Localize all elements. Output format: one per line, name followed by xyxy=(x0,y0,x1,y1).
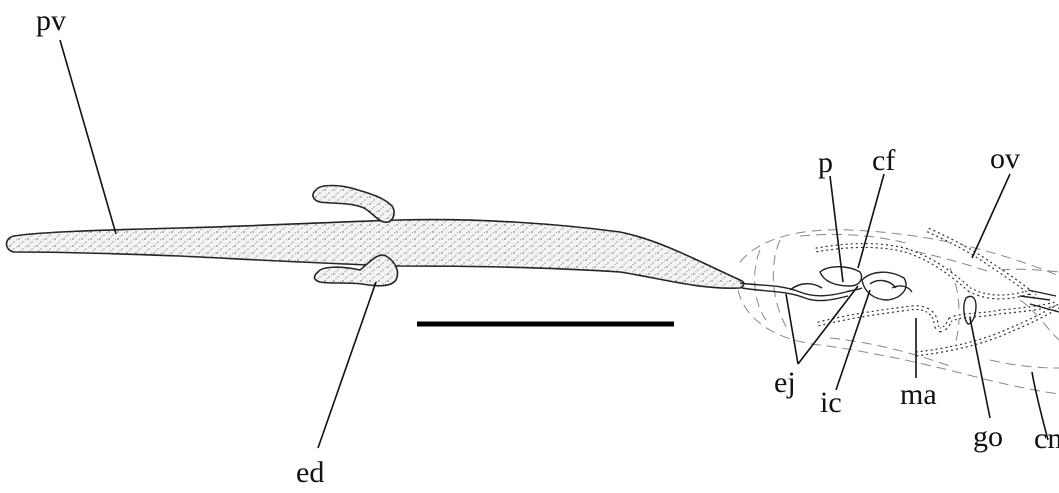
leader-cf xyxy=(858,174,884,268)
label-cf: cf xyxy=(872,144,895,177)
label-ej: ej xyxy=(774,366,796,399)
label-pv: pv xyxy=(36,4,66,37)
leader-go xyxy=(970,318,990,418)
label-cm: cm xyxy=(1034,422,1059,455)
label-ma: ma xyxy=(900,378,937,411)
leader-ov xyxy=(972,174,1010,258)
label-ed: ed xyxy=(296,456,324,489)
oviduct xyxy=(928,230,1035,296)
leader-pv xyxy=(60,40,116,234)
leader-ic xyxy=(836,290,870,390)
label-p: p xyxy=(818,146,833,179)
label-ov: ov xyxy=(990,142,1020,175)
label-go: go xyxy=(973,420,1003,453)
label-ic: ic xyxy=(820,386,842,419)
leader-ed xyxy=(318,282,376,448)
ejaculatory-duct-upper xyxy=(313,186,394,223)
leader-ej-1 xyxy=(786,294,798,364)
